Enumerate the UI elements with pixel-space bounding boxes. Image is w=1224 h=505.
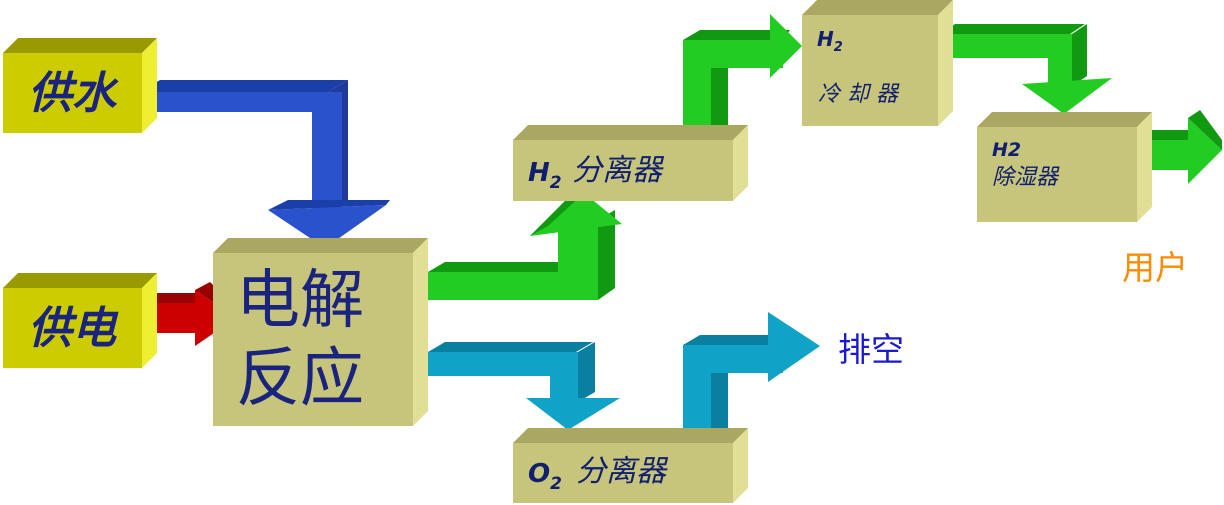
o2-vent-arrow xyxy=(683,312,820,445)
h2-separator-label: 分离器 xyxy=(572,153,665,188)
electrolysis-label-line1: 电解 xyxy=(236,264,364,338)
o2-separator-subscript: 2 xyxy=(550,474,562,494)
o2-separator-symbol: O2 xyxy=(528,459,562,494)
h2-dehumidifier-label: 除湿器 xyxy=(992,165,1060,190)
water-supply-box: 供水 xyxy=(3,38,157,133)
h2-flow-arrow-2 xyxy=(683,14,802,140)
o2-flow-arrow-1 xyxy=(428,342,620,430)
power-supply-box: 供电 xyxy=(3,273,157,368)
h2-flow-arrow-3 xyxy=(940,24,1112,114)
vent-label: 排空 xyxy=(838,330,904,369)
user-label: 用户 xyxy=(1122,248,1188,287)
electrolysis-label-line2: 反应 xyxy=(236,342,364,416)
h2-dehumidifier-symbol: H2 xyxy=(992,139,1021,161)
h2-dehumidifier-box: H2 除湿器 xyxy=(977,112,1152,222)
water-supply-arrow xyxy=(140,80,390,248)
h2-cooler-box: H2 冷 却 器 xyxy=(802,0,953,126)
o2-separator-label: 分离器 xyxy=(576,454,669,489)
electrolysis-reaction-box: 电解 反应 xyxy=(213,238,428,426)
h2-separator-subscript: 2 xyxy=(550,173,562,193)
o2-separator-box: O2 分离器 xyxy=(513,428,748,503)
h2-separator-box: H2 分离器 xyxy=(513,125,748,201)
h2-cooler-subscript: 2 xyxy=(834,40,843,55)
h2-cooler-label: 冷 却 器 xyxy=(818,82,900,107)
h2-separator-symbol: H2 xyxy=(528,158,562,193)
h2-cooler-symbol: H2 xyxy=(817,27,843,55)
water-supply-label: 供水 xyxy=(28,68,119,119)
power-supply-label: 供电 xyxy=(28,303,119,354)
